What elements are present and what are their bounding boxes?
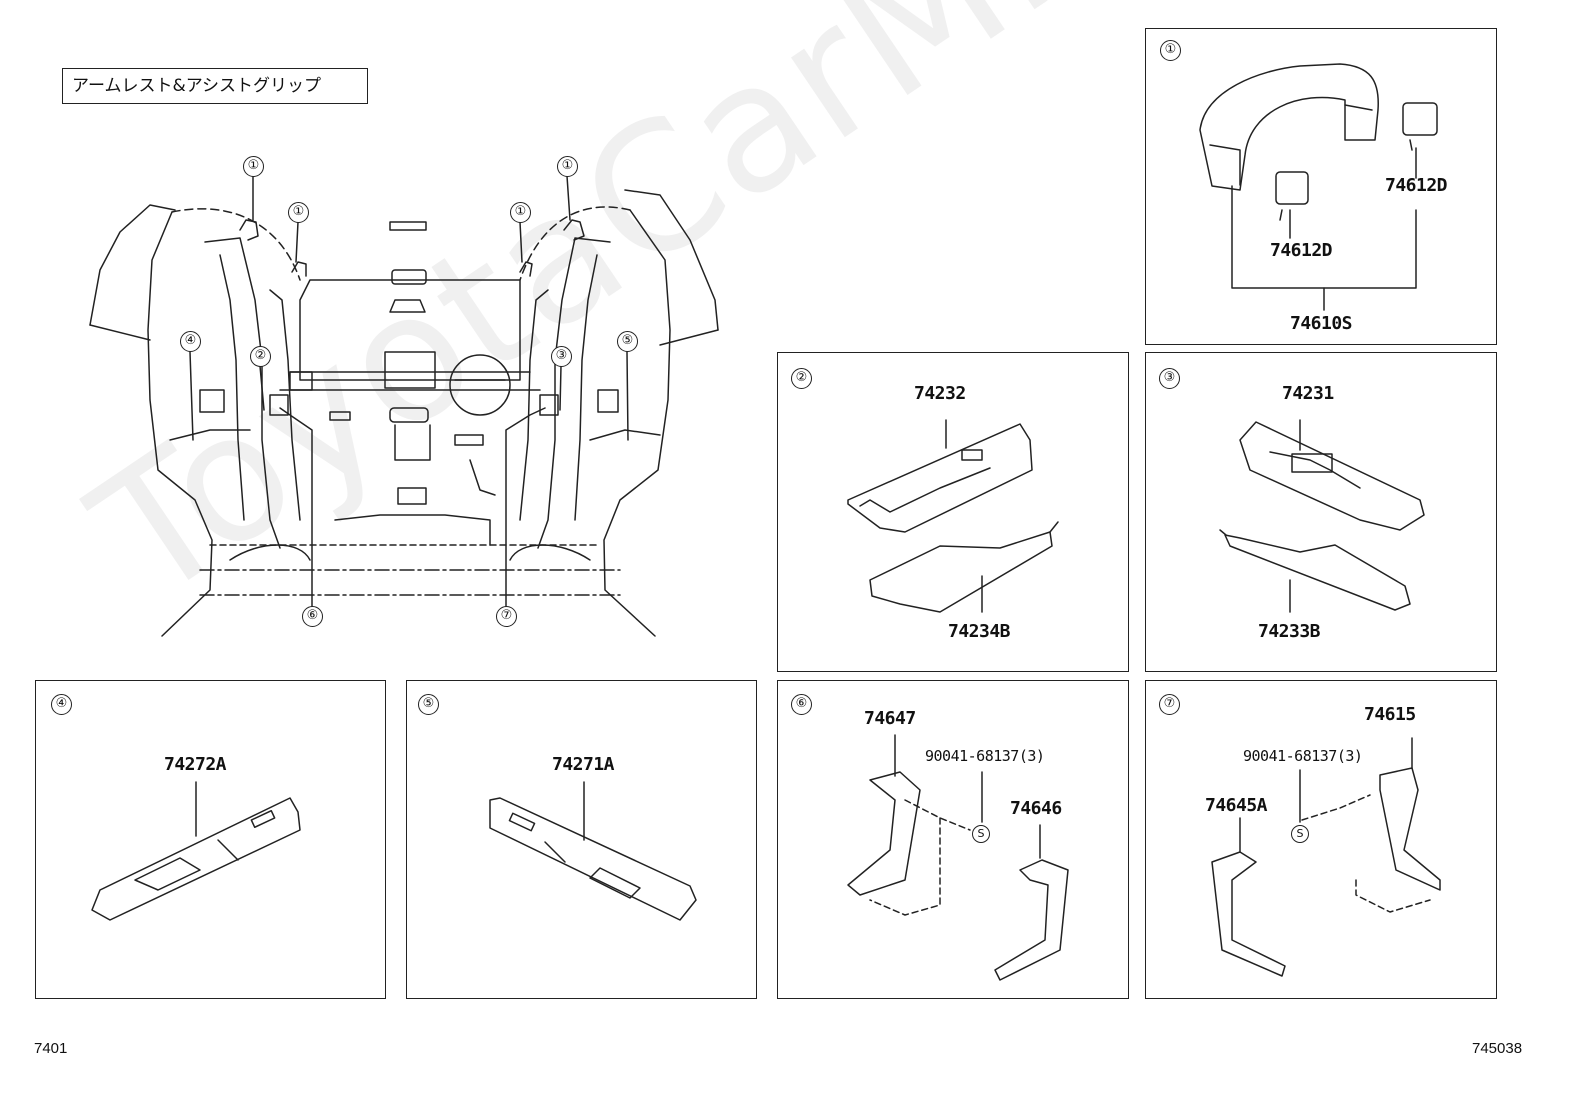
part-74612D-b: 74612D — [1270, 240, 1333, 261]
part-74234B: 74234B — [948, 621, 1011, 642]
panel-3 — [1145, 352, 1497, 672]
callout-6: ⑥ — [302, 606, 323, 627]
panel-2 — [777, 352, 1129, 672]
part-74615: 74615 — [1364, 704, 1416, 725]
callout-2: ② — [250, 346, 271, 367]
callout-1-d: ① — [557, 156, 578, 177]
screw-symbol-p7: S — [1291, 825, 1309, 843]
part-74610S: 74610S — [1290, 313, 1353, 334]
panel-7-id: ⑦ — [1159, 694, 1180, 715]
part-74271A: 74271A — [552, 754, 615, 775]
part-74232: 74232 — [914, 383, 966, 404]
part-90041-68137-p7: 90041-68137(3) — [1243, 747, 1363, 765]
part-74612D-a: 74612D — [1385, 175, 1448, 196]
part-74233B: 74233B — [1258, 621, 1321, 642]
part-74645A: 74645A — [1205, 795, 1268, 816]
footer-page-code: 7401 — [34, 1040, 68, 1057]
callout-3: ③ — [551, 346, 572, 367]
part-74272A: 74272A — [164, 754, 227, 775]
footer-figure-code: 745038 — [1472, 1040, 1523, 1057]
callout-5: ⑤ — [617, 331, 638, 352]
callout-1-b: ① — [288, 202, 309, 223]
part-74231: 74231 — [1282, 383, 1334, 404]
panel-2-id: ② — [791, 368, 812, 389]
panel-1-id: ① — [1160, 40, 1181, 61]
part-74646: 74646 — [1010, 798, 1062, 819]
panel-3-id: ③ — [1159, 368, 1180, 389]
callout-7: ⑦ — [496, 606, 517, 627]
diagram-title: アームレスト&アシストグリップ — [62, 68, 368, 104]
screw-symbol-p6: S — [972, 825, 990, 843]
panel-4 — [35, 680, 386, 999]
callout-1-c: ① — [510, 202, 531, 223]
panel-6 — [777, 680, 1129, 999]
panel-5 — [406, 680, 757, 999]
callout-1-a: ① — [243, 156, 264, 177]
panel-5-id: ⑤ — [418, 694, 439, 715]
part-74647: 74647 — [864, 708, 916, 729]
panel-6-id: ⑥ — [791, 694, 812, 715]
panel-4-id: ④ — [51, 694, 72, 715]
part-90041-68137-p6: 90041-68137(3) — [925, 747, 1045, 765]
panel-1 — [1145, 28, 1497, 345]
callout-4: ④ — [180, 331, 201, 352]
panel-7 — [1145, 680, 1497, 999]
